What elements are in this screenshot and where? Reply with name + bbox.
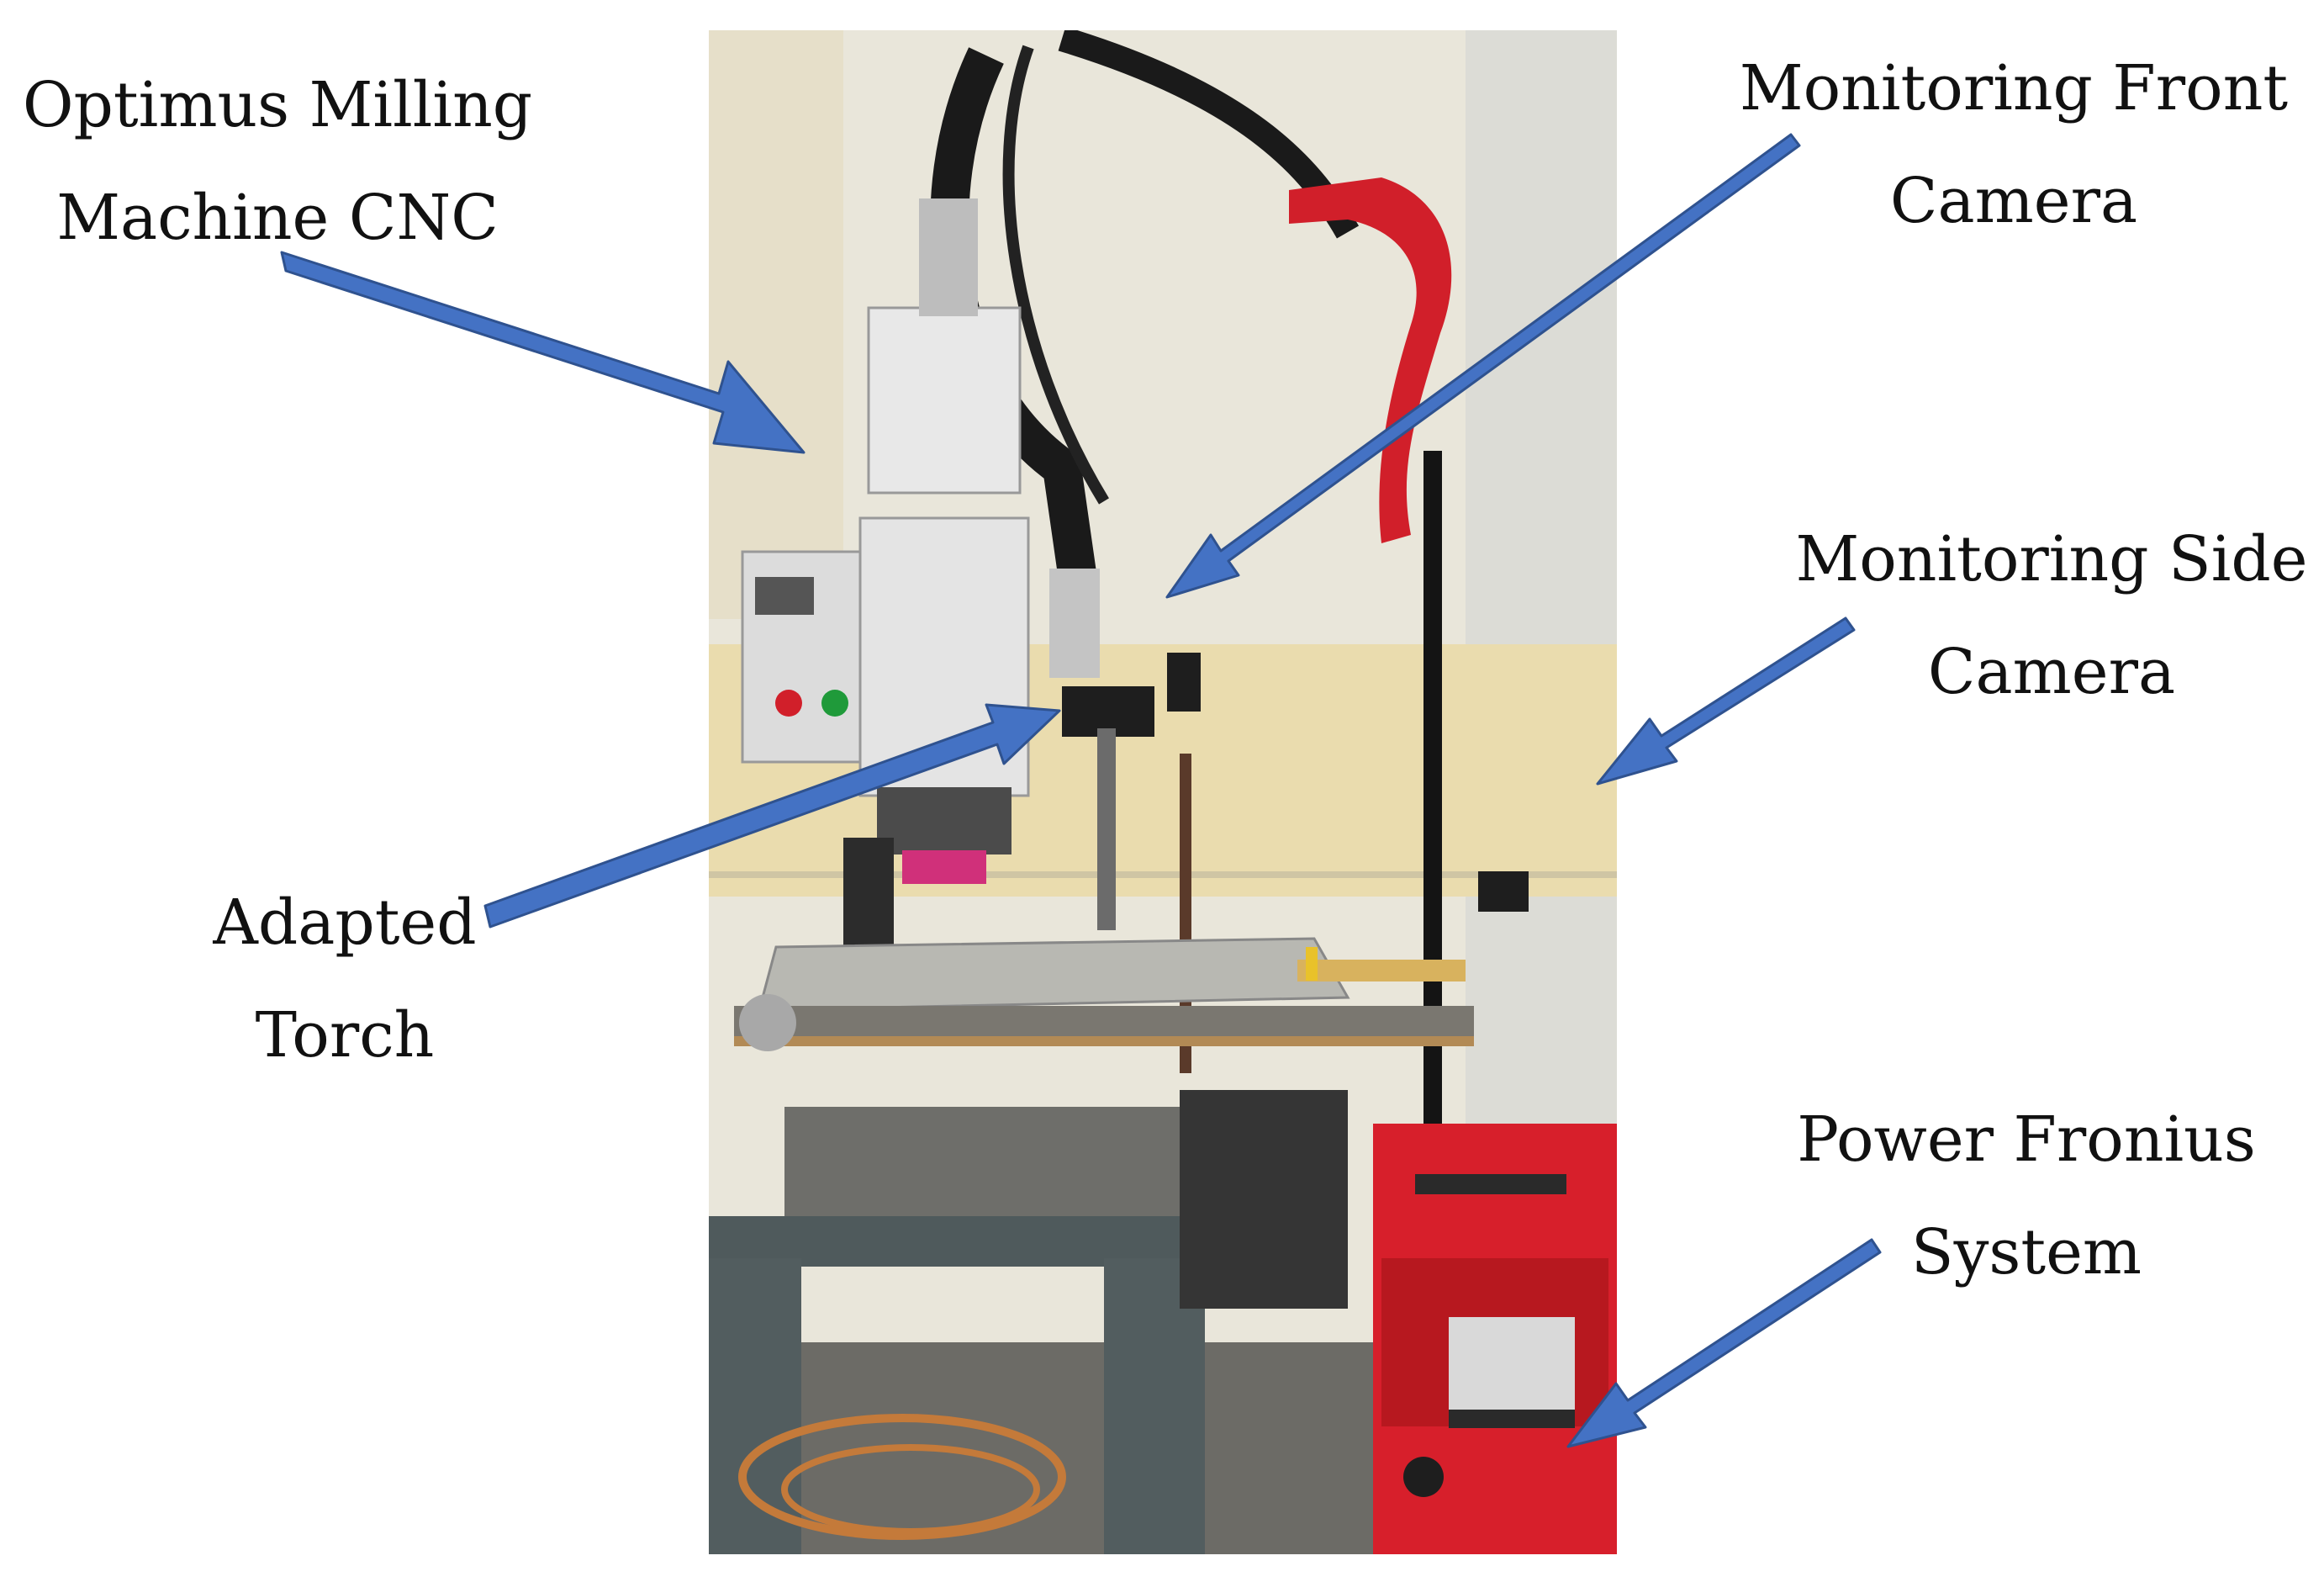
label-milling-machine: Optimus Milling Machine CNC [8, 49, 547, 274]
aluminium-plate [758, 937, 1350, 1012]
machine-base [784, 1107, 1205, 1216]
machine-motor [919, 198, 978, 316]
torch-nozzle [1097, 728, 1116, 930]
power-source-panel [1449, 1317, 1575, 1410]
yellow-clamp [1306, 947, 1318, 981]
control-display [755, 577, 814, 615]
table-scale [734, 1036, 1474, 1046]
start-button [821, 690, 848, 717]
stop-button [775, 690, 802, 717]
label-adapted-torch-line2: Torch [255, 999, 435, 1071]
front-camera-body [1167, 653, 1201, 712]
pink-chuck [902, 850, 986, 884]
label-side-camera-line2: Camera [1927, 636, 2176, 708]
label-front-camera-line1: Monitoring Front [1739, 52, 2289, 124]
label-power-system-line2: System [1910, 1216, 2142, 1288]
machine-head-top [867, 306, 1022, 495]
camera-mount [1049, 569, 1100, 678]
label-adapted-torch: Adapted Torch [168, 866, 521, 1092]
orange-hose-inner [781, 1444, 1040, 1535]
black-cable [1002, 45, 1109, 505]
label-milling-machine-line1: Optimus Milling [22, 69, 533, 141]
side-camera-arm [1297, 960, 1466, 981]
setup-photo-drawing [709, 30, 1617, 1554]
power-source-label [1449, 1410, 1575, 1428]
label-front-camera-line2: Camera [1889, 165, 2138, 237]
spindle-housing [877, 787, 1011, 854]
label-front-camera: Monitoring Front Camera [1732, 32, 2295, 257]
wall-left-panel [709, 30, 843, 619]
table-slide [734, 1006, 1474, 1040]
machine-head-body [858, 516, 1030, 797]
orange-hose [738, 1414, 1066, 1540]
label-side-camera: Monitoring Side Camera [1791, 503, 2312, 728]
power-source-knob [1403, 1457, 1444, 1497]
wire-spool-handle [1415, 1174, 1566, 1194]
label-adapted-torch-line1: Adapted [213, 886, 477, 959]
wall-stripe-edge [709, 871, 1617, 878]
label-power-system-line1: Power Fronius [1797, 1103, 2256, 1176]
table-shadow [1180, 1090, 1348, 1309]
label-power-system: Power Fronius System [1766, 1083, 2287, 1309]
stand-leg-left [709, 1258, 801, 1554]
setup-photograph [709, 30, 1617, 1554]
label-milling-machine-line2: Machine CNC [56, 182, 499, 254]
handwheel [739, 994, 796, 1051]
side-camera [1478, 871, 1529, 912]
label-side-camera-line1: Monitoring Side [1795, 523, 2308, 595]
